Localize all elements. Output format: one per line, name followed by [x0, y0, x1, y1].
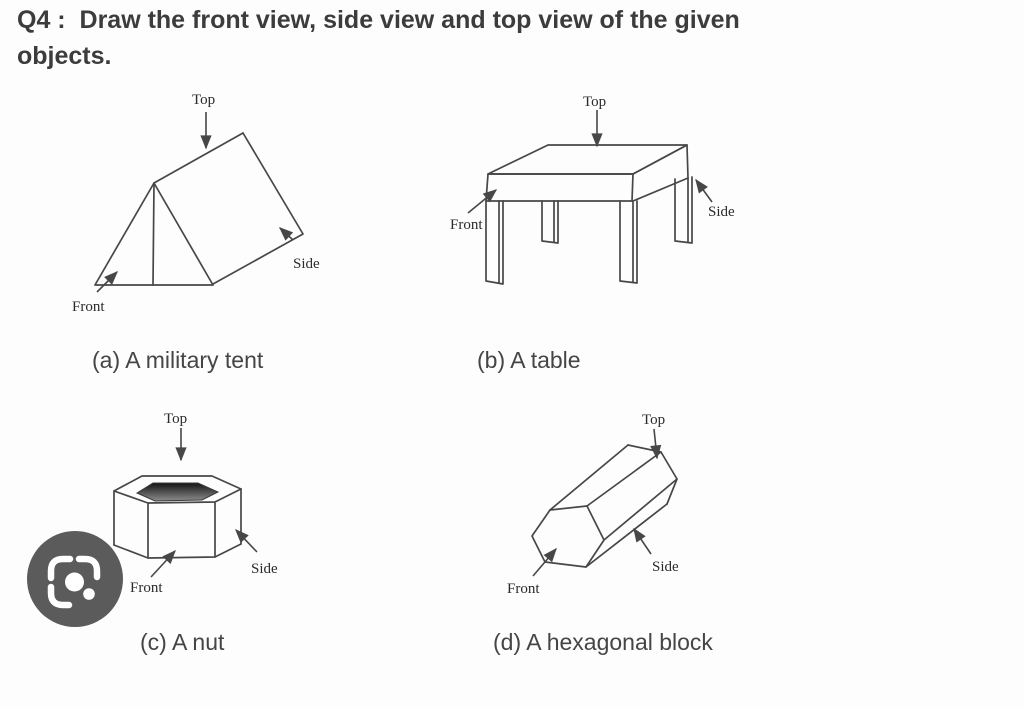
- front-label: Front: [72, 299, 105, 315]
- side-view-arrow: [278, 227, 294, 241]
- tent-ridge: [153, 132, 244, 184]
- top-label: Top: [192, 92, 215, 108]
- top-label: Top: [583, 94, 606, 110]
- lens-bracket-bottom-left: [47, 583, 73, 609]
- side-label: Side: [293, 256, 320, 272]
- lens-small-dot: [83, 588, 95, 600]
- front-view-arrow: [150, 549, 176, 578]
- block-long-edge-upper: [586, 451, 662, 507]
- caption-table: (b) A table: [477, 347, 581, 373]
- lens-bracket-top-right: [75, 555, 101, 581]
- front-label: Front: [450, 217, 483, 233]
- nut-hole: [135, 482, 220, 502]
- table-side-apron: [632, 144, 689, 202]
- question-heading-line2: objects.: [17, 42, 112, 70]
- side-view-arrow: [633, 527, 652, 555]
- caption-nut: (c) A nut: [140, 629, 225, 655]
- front-view-arrow: [467, 189, 498, 214]
- front-label: Front: [130, 580, 163, 596]
- google-lens-button[interactable]: [27, 531, 123, 627]
- front-view-arrow: [96, 271, 118, 293]
- top-label: Top: [642, 412, 665, 428]
- tent-roof-panel: [212, 132, 304, 285]
- front-view-arrow: [532, 547, 557, 577]
- caption-military-tent: (a) A military tent: [92, 347, 264, 373]
- question-heading: Q4 : Draw the front view, side view and …: [17, 2, 740, 74]
- side-view-arrow: [695, 178, 713, 203]
- table-top-face: [487, 144, 688, 175]
- side-view-arrow: [235, 528, 258, 553]
- top-view-arrow: [650, 428, 662, 460]
- figure-nut: Top Front Side: [113, 411, 278, 596]
- table-front-apron: [485, 173, 634, 202]
- side-label: Side: [708, 204, 735, 220]
- block-front-hexagon: [531, 505, 605, 568]
- caption-hexagonal-block: (d) A hexagonal block: [493, 629, 713, 655]
- block-back-end: [627, 444, 678, 505]
- side-label: Side: [251, 561, 278, 577]
- lens-center-dot: [65, 572, 84, 592]
- block-long-edge-top: [549, 444, 629, 511]
- table-leg-back-right: [674, 176, 693, 244]
- question-heading-line1: Q4 : Draw the front view, side view and …: [17, 6, 740, 34]
- side-label: Side: [652, 559, 679, 575]
- top-label: Top: [164, 411, 187, 427]
- tent-front-triangle: [94, 182, 214, 286]
- front-label: Front: [507, 581, 540, 597]
- tent-center-pole: [152, 182, 155, 286]
- figure-hexagonal-block: Top Front Side: [507, 412, 679, 597]
- figure-table: Top Front Side: [450, 94, 735, 285]
- lens-bracket-top-left: [47, 555, 74, 582]
- table-leg-front-left: [485, 200, 504, 285]
- block-long-edge-right: [603, 478, 678, 541]
- block-long-edge-bottom: [585, 503, 668, 568]
- nut-bottom-edge: [113, 543, 242, 559]
- table-leg-front-right: [619, 200, 638, 284]
- google-lens-icon: [47, 555, 101, 609]
- table-leg-back-left: [541, 200, 559, 244]
- figure-military-tent: Top Front Side: [72, 92, 320, 315]
